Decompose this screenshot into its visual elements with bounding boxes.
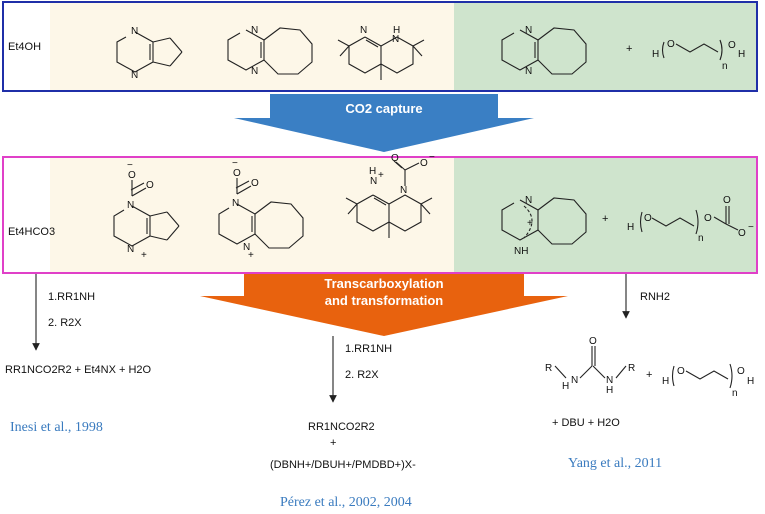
- molecule-peg-top: H O n O H: [652, 39, 745, 72]
- molecule-dbu-co2: − O O N N +: [218, 158, 304, 261]
- co2-capture-label: CO2 capture: [345, 101, 422, 116]
- svg-text:−: −: [748, 222, 754, 233]
- svg-text:N: N: [127, 200, 134, 211]
- svg-text:O: O: [704, 213, 712, 224]
- right-byproducts: + DBU + H2O: [552, 417, 620, 429]
- molecule-dbu-top: N N: [227, 25, 313, 77]
- svg-text:+: +: [378, 170, 384, 181]
- transform-label-line1: Transcarboxylation: [324, 276, 443, 291]
- pmdbd-nh2-atom: N: [392, 34, 399, 45]
- top-panel-label: Et4OH: [8, 41, 41, 53]
- molecule-dbuh-green: N + NH: [501, 195, 587, 257]
- left-step1: 1.RR1NH: [48, 291, 95, 303]
- right-reagent: RNH2: [640, 291, 670, 303]
- ref-perez: Pérez et al., 2002, 2004: [280, 495, 412, 510]
- svg-text:O: O: [644, 213, 652, 224]
- svg-text:n: n: [722, 61, 728, 72]
- pmdbd-n-atom: N: [360, 25, 367, 36]
- svg-text:R: R: [545, 363, 552, 374]
- ref-yang: Yang et al., 2011: [568, 456, 662, 471]
- pmdbd-nh-atom: H: [393, 25, 400, 36]
- molecule-dbu-green-top: N N: [501, 25, 587, 77]
- right-plus: +: [646, 369, 652, 381]
- svg-text:−: −: [232, 158, 238, 169]
- svg-text:O: O: [737, 366, 745, 377]
- mid-product2: (DBNH+/DBUH+/PMDBD+)X-: [270, 459, 416, 471]
- molecule-urea: R H N O N H R: [545, 336, 635, 396]
- svg-text:N: N: [525, 195, 532, 206]
- dbu-green-n-atom: N: [525, 25, 532, 36]
- route-right: RNH2 R H N O N H R + H O n O H: [545, 274, 754, 471]
- svg-text:O: O: [391, 153, 399, 164]
- svg-text:−: −: [127, 160, 133, 171]
- molecule-pmdbd-top: N H N: [337, 25, 425, 80]
- svg-text:H: H: [606, 385, 613, 396]
- left-step2: 2. R2X: [48, 317, 82, 329]
- svg-text:N: N: [243, 242, 250, 253]
- svg-text:O: O: [589, 336, 597, 347]
- molecule-pmdbd-co2: H N + N O O −: [345, 152, 435, 238]
- top-plus: +: [626, 43, 632, 55]
- svg-text:O: O: [677, 366, 685, 377]
- svg-text:O: O: [420, 158, 428, 169]
- svg-text:N: N: [232, 198, 239, 209]
- svg-text:O: O: [128, 170, 136, 181]
- molecule-peg-carbonate: H O n O O O −: [627, 195, 754, 244]
- svg-text:n: n: [698, 233, 704, 244]
- left-product: RR1NCO2R2 + Et4NX + H2O: [5, 364, 152, 376]
- svg-text:n: n: [732, 388, 738, 399]
- svg-text:+: +: [527, 218, 533, 229]
- molecule-peg-product: H O n O H: [662, 363, 754, 399]
- svg-text:+: +: [248, 250, 254, 261]
- svg-text:−: −: [429, 152, 435, 163]
- mid-step2: 2. R2X: [345, 369, 379, 381]
- svg-text:H: H: [562, 381, 569, 392]
- route-mid: 1.RR1NH 2. R2X RR1NCO2R2 + (DBNH+/DBUH+/…: [270, 336, 416, 510]
- svg-text:O: O: [146, 180, 154, 191]
- transform-label-line2: and transformation: [325, 293, 444, 308]
- molecule-dbn-top: N N: [116, 26, 183, 81]
- route-left: 1.RR1NH 2. R2X RR1NCO2R2 + Et4NX + H2O I…: [5, 274, 152, 435]
- svg-text:O: O: [738, 228, 746, 239]
- panel-top: Et4OH N N N N: [2, 1, 758, 92]
- mid-product1: RR1NCO2R2: [308, 421, 375, 433]
- svg-text:O: O: [728, 40, 736, 51]
- svg-text:H: H: [662, 376, 669, 387]
- svg-text:NH: NH: [514, 246, 528, 257]
- svg-text:O: O: [251, 178, 259, 189]
- svg-text:O: O: [723, 195, 731, 206]
- dbu-n-atom: N: [251, 25, 258, 36]
- mid-plus-product: +: [330, 437, 336, 449]
- svg-text:H: H: [627, 222, 634, 233]
- dbn-n-atom: N: [131, 26, 138, 37]
- svg-text:H: H: [652, 49, 659, 60]
- svg-text:H: H: [738, 49, 745, 60]
- mid-plus: +: [602, 213, 608, 225]
- arrow-co2-capture: CO2 capture: [234, 94, 534, 152]
- svg-text:N: N: [127, 244, 134, 255]
- svg-text:N: N: [606, 375, 613, 386]
- dbu-green-n2-atom: N: [525, 66, 532, 77]
- svg-text:O: O: [667, 39, 675, 50]
- mid-step1: 1.RR1NH: [345, 343, 392, 355]
- ref-inesi: Inesi et al., 1998: [10, 420, 103, 435]
- svg-text:H: H: [369, 166, 376, 177]
- svg-text:O: O: [233, 168, 241, 179]
- dbu-n2-atom: N: [251, 66, 258, 77]
- svg-text:N: N: [370, 176, 377, 187]
- svg-text:N: N: [400, 185, 407, 196]
- mid-panel-label: Et4HCO3: [8, 226, 55, 238]
- panel-mid: Et4HCO3 − O O N N + − O O: [2, 152, 758, 274]
- dbn-n2-atom: N: [131, 70, 138, 81]
- molecule-dbn-co2: − O O N N +: [113, 160, 180, 261]
- svg-text:N: N: [571, 375, 578, 386]
- svg-text:H: H: [747, 376, 754, 387]
- arrow-transformation: Transcarboxylation and transformation: [200, 274, 568, 336]
- svg-text:+: +: [141, 250, 147, 261]
- svg-text:R: R: [628, 363, 635, 374]
